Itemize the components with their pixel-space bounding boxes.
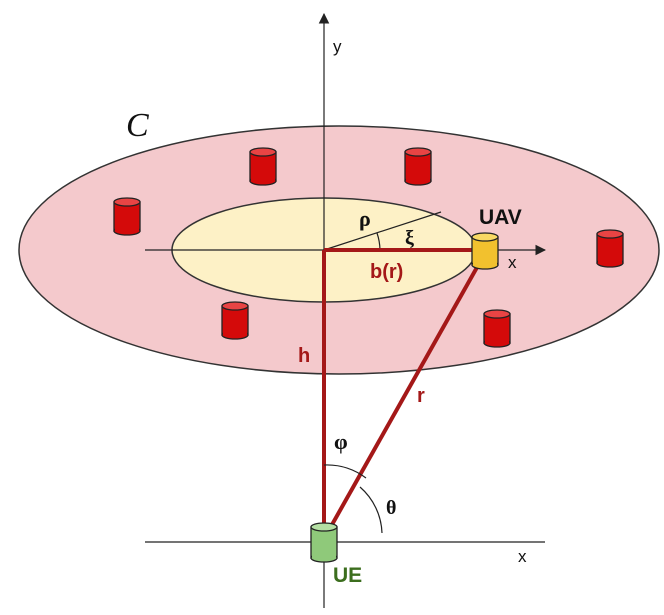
uav-label: UAV <box>479 206 522 229</box>
base-station <box>404 147 432 186</box>
ue-device <box>310 522 338 563</box>
uav-drone <box>471 232 499 270</box>
base-station <box>221 301 249 340</box>
xi-label: ξ <box>405 227 414 249</box>
base-station <box>113 197 141 236</box>
theta-angle-arc <box>359 486 383 534</box>
phi-angle-arc <box>323 464 367 479</box>
x-axis-bottom-label: x <box>518 547 527 566</box>
base-stations <box>113 147 624 348</box>
rho-radius-line <box>323 211 442 251</box>
base-station <box>483 309 511 348</box>
rho-label: ρ <box>359 206 371 231</box>
base-station <box>249 147 277 186</box>
b-label: b(r) <box>370 261 403 283</box>
y-axis-label: y <box>333 37 342 56</box>
base-station <box>596 229 624 268</box>
h-label: h <box>298 345 310 367</box>
x-axis-top-label: x <box>508 253 517 272</box>
ue-label: UE <box>333 564 362 587</box>
region-label: C <box>126 107 149 144</box>
phi-label: φ <box>334 429 348 454</box>
theta-label: θ <box>386 497 396 519</box>
r-label: r <box>417 385 425 407</box>
r-link <box>327 261 482 531</box>
